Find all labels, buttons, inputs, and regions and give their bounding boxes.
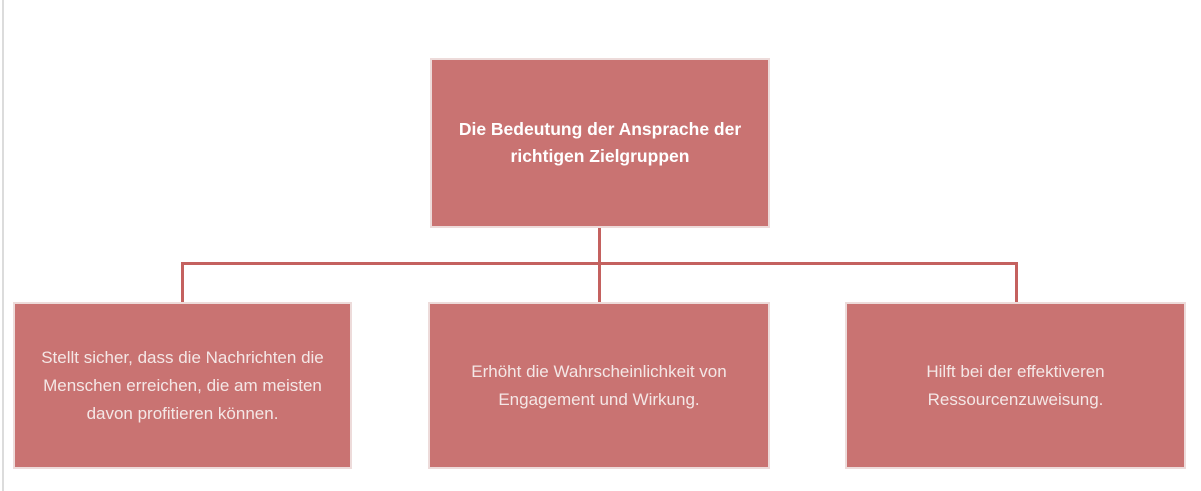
- connector-drop-right: [1015, 262, 1018, 302]
- connector-horizontal: [181, 262, 1018, 265]
- connector-stem: [598, 228, 601, 302]
- slide-left-edge-line: [2, 0, 4, 491]
- root-text-line: Die Bedeutung der Ansprache der: [458, 119, 742, 139]
- child-text-line: Engagement und Wirkung.: [498, 389, 700, 409]
- child-node-text: Stellt sicher, dass die Nachrichten die …: [41, 344, 324, 428]
- child-text-line: Stellt sicher, dass die Nachrichten die: [41, 347, 324, 367]
- diagram-node-child-2: Erhöht die Wahrscheinlichkeit von Engage…: [428, 302, 770, 469]
- child-text-line: Menschen erreichen, die am meisten: [43, 375, 322, 395]
- child-text-line: davon profitieren können.: [86, 403, 279, 423]
- child-text-line: Erhöht die Wahrscheinlichkeit von: [471, 361, 727, 381]
- root-text-line: richtigen Zielgruppen: [510, 146, 690, 166]
- child-node-text: Hilft bei der effektiveren Ressourcenzuw…: [926, 358, 1104, 414]
- diagram-node-root: Die Bedeutung der Ansprache der richtige…: [430, 58, 770, 228]
- child-node-text: Erhöht die Wahrscheinlichkeit von Engage…: [471, 358, 726, 414]
- child-text-line: Hilft bei der effektiveren: [926, 361, 1105, 381]
- root-node-text: Die Bedeutung der Ansprache der richtige…: [459, 116, 741, 170]
- diagram-node-child-3: Hilft bei der effektiveren Ressourcenzuw…: [845, 302, 1186, 469]
- connector-drop-left: [181, 262, 184, 302]
- diagram-node-child-1: Stellt sicher, dass die Nachrichten die …: [13, 302, 352, 469]
- child-text-line: Ressourcenzuweisung.: [927, 389, 1104, 409]
